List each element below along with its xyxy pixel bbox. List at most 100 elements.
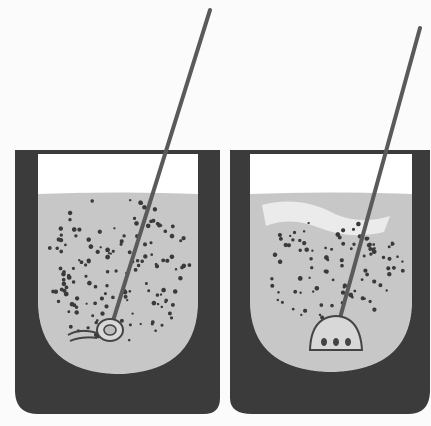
particle [302,241,306,245]
particle [62,282,67,287]
particle [304,247,309,252]
particle [291,238,294,241]
particle [369,253,372,256]
particle [164,301,167,304]
particle [70,302,75,307]
particle [278,260,283,265]
particle [62,278,66,282]
particle [156,293,159,296]
particle [178,276,182,280]
particle [74,234,77,237]
particle [111,296,115,300]
particle [155,263,158,266]
particle [86,303,88,305]
particle [150,253,153,256]
particle [106,270,109,273]
particle [170,254,175,259]
particle [151,322,154,325]
particle [140,260,144,264]
particle [311,250,313,252]
particle [68,218,71,221]
particle [64,244,67,247]
particle [78,259,80,261]
particle [270,284,274,288]
particle [105,248,110,253]
particle [170,316,173,319]
particle [308,277,310,279]
particle [303,230,305,232]
particle [278,233,282,237]
particle [289,235,291,237]
particle [277,299,279,301]
particle [303,309,307,313]
particle [137,264,140,267]
particle [386,266,390,270]
particle [59,267,63,271]
particle [80,260,84,264]
particle [341,242,345,246]
particle [340,264,344,268]
particle [319,314,321,316]
particle [115,269,118,272]
particle [157,303,159,305]
particle [171,225,175,229]
particle [363,269,367,273]
particle [182,236,186,240]
particle [340,258,344,262]
particle [309,257,312,260]
particle [369,300,372,303]
particle [273,253,278,258]
particle [299,249,302,252]
particle [59,226,63,230]
particle [87,258,91,262]
particle [100,311,104,315]
particle [122,234,125,237]
particle [72,227,77,232]
particle [75,296,79,300]
particle [60,234,63,237]
particle [160,293,162,295]
particle [170,234,175,239]
particle [120,239,124,243]
particle [110,252,112,254]
particle [105,255,110,260]
particle [68,211,72,215]
particle [388,245,391,248]
particle [143,254,147,258]
particle [281,301,284,304]
particle [74,310,78,314]
particle [120,243,123,246]
particle [104,304,108,308]
particle [173,289,178,294]
particle [161,288,166,293]
particle [363,298,365,300]
particle [98,230,102,234]
particle [105,284,108,287]
particle [401,260,403,262]
particle [129,323,132,326]
particle [335,232,340,237]
particle [284,243,288,247]
particle [67,310,70,313]
particle [175,268,178,271]
particle [72,280,75,283]
particle [77,228,81,232]
particle [126,299,128,301]
particle [188,263,192,267]
particle [89,244,94,249]
particle [365,273,369,277]
particle [292,308,295,311]
particle [69,325,73,329]
particle [128,250,132,254]
particle [164,230,168,234]
particle [87,281,92,286]
particle [388,257,392,261]
particle [75,306,78,309]
particle [57,300,60,303]
particle [91,314,94,317]
particle [298,276,303,281]
particle [392,243,395,246]
particle [140,323,142,325]
particle [332,279,335,282]
